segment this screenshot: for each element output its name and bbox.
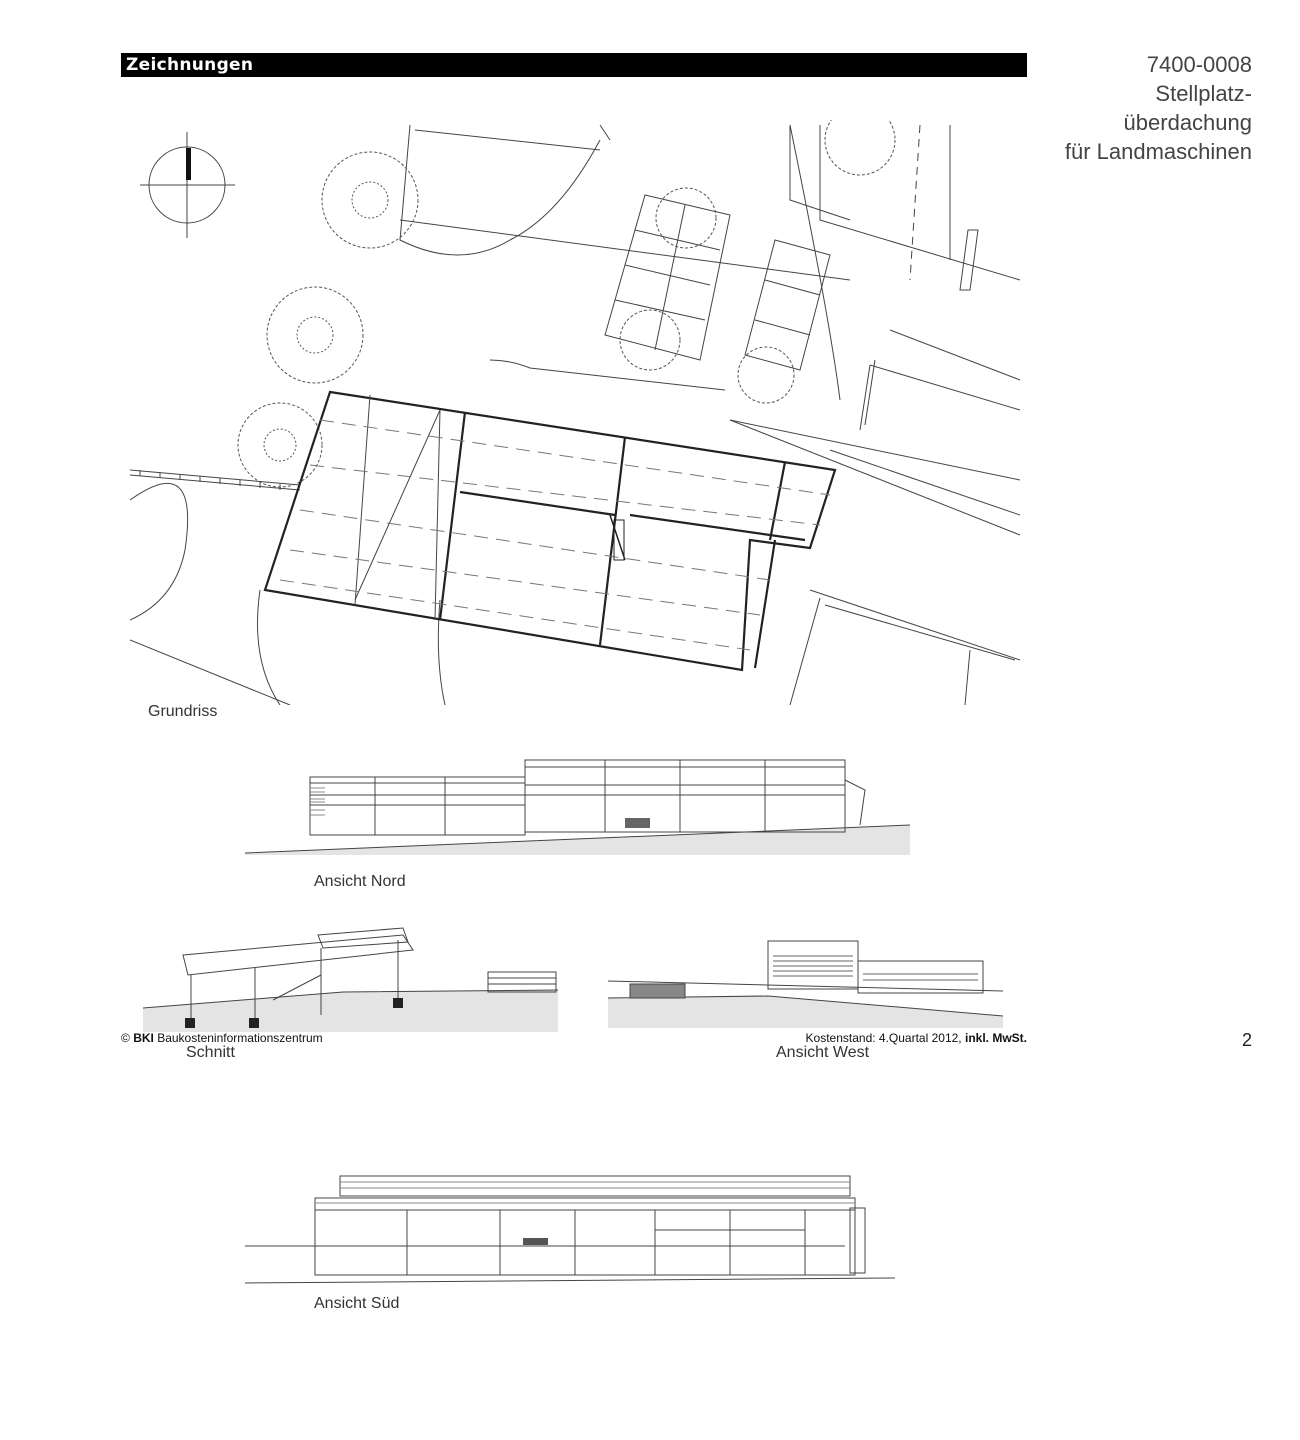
- footer-cost-label: Kostenstand: 4.Quartal 2012,: [805, 1031, 962, 1045]
- project-title-block: 7400-0008 Stellplatz- überdachung für La…: [1065, 50, 1252, 166]
- copyright-symbol: ©: [121, 1031, 130, 1045]
- section-drawing: [143, 920, 558, 1032]
- footer-cost-status: Kostenstand: 4.Quartal 2012, inkl. MwSt.: [806, 1031, 1027, 1045]
- page-number: 2: [1241, 1030, 1252, 1050]
- project-title-line-1: Stellplatz-: [1155, 81, 1252, 106]
- footer-cost-suffix: inkl. MwSt.: [964, 1031, 1027, 1045]
- north-arrow-icon: [140, 132, 235, 238]
- project-title-line-3: für Landmaschinen: [1064, 139, 1252, 164]
- floor-plan-drawing: [130, 120, 1020, 705]
- footer-brand: BKI: [133, 1031, 154, 1045]
- project-title-line-2: überdachung: [1123, 110, 1252, 135]
- footer-org: Baukosteninformationszentrum: [157, 1031, 323, 1045]
- elevation-west-drawing: [608, 936, 1003, 1028]
- section-title: Zeichnungen: [126, 55, 254, 75]
- section-header-bar: Zeichnungen: [121, 53, 1027, 77]
- caption-grundriss: Grundriss: [148, 703, 218, 720]
- elevation-north-drawing: [245, 755, 910, 855]
- elevation-south-drawing: [245, 1168, 895, 1288]
- caption-ansicht-west: Ansicht West: [776, 1044, 870, 1061]
- footer-copyright: © BKI Baukosteninformationszentrum: [121, 1031, 323, 1045]
- caption-ansicht-sued: Ansicht Süd: [314, 1295, 400, 1312]
- caption-schnitt: Schnitt: [186, 1044, 235, 1061]
- caption-ansicht-nord: Ansicht Nord: [314, 873, 406, 890]
- project-number: 7400-0008: [1146, 52, 1252, 77]
